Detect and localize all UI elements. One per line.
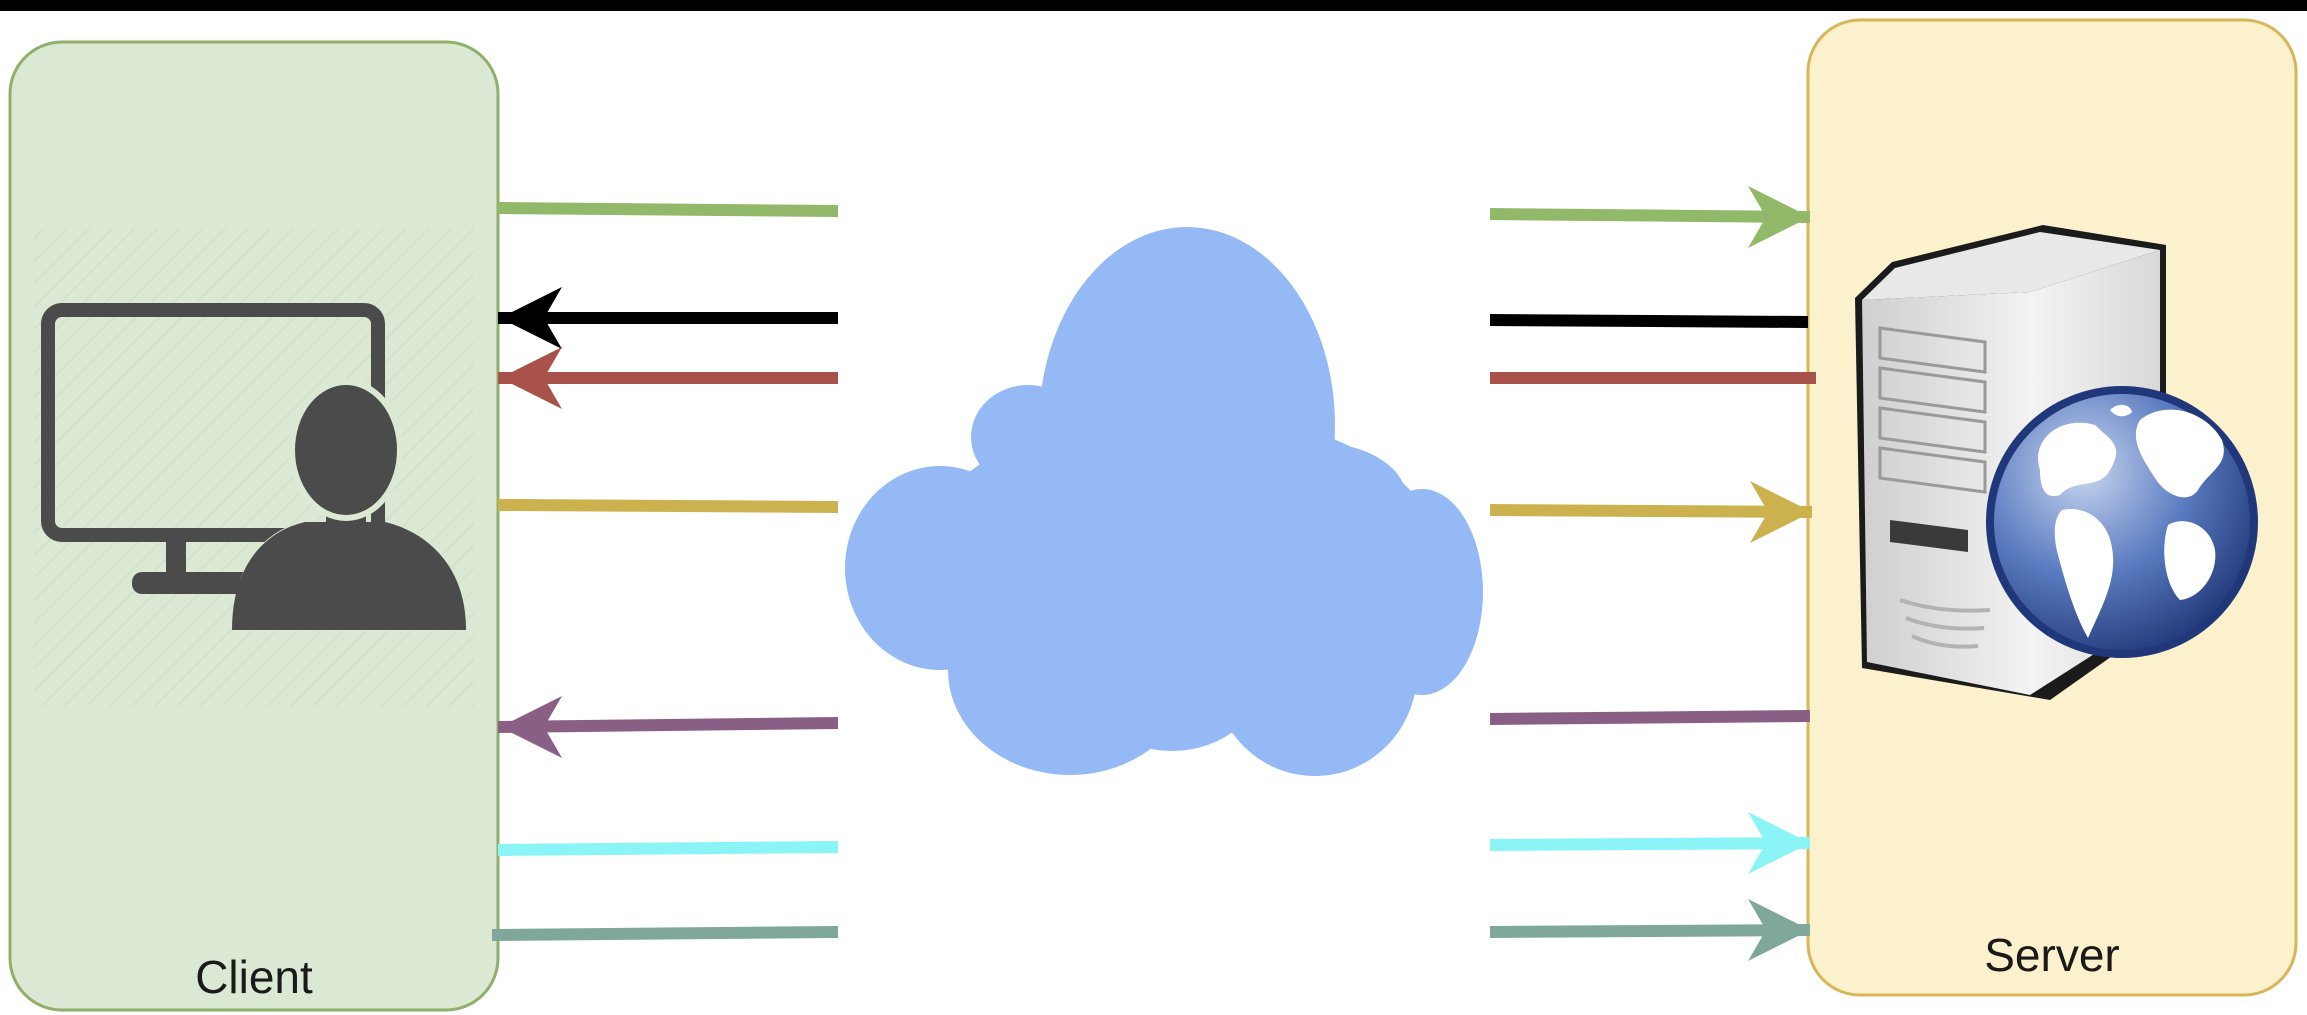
- web-server-icon: [1855, 225, 2258, 700]
- right-arrowhead: [1748, 899, 1810, 961]
- client-hatch-area: [34, 228, 474, 706]
- connection-6: [497, 812, 1811, 874]
- top-black-bar: [0, 0, 2307, 11]
- connection-7: [491, 899, 1811, 961]
- connection-1: [497, 186, 1811, 248]
- connection-3: [498, 347, 1816, 409]
- right-segment: [1489, 710, 1811, 725]
- left-segment: [491, 926, 839, 941]
- right-arrowhead: [1750, 481, 1812, 543]
- client-label: Client: [195, 951, 313, 1003]
- right-arrowhead: [1748, 186, 1810, 248]
- left-arrowhead: [500, 287, 562, 349]
- user-computer-icon: [41, 303, 468, 631]
- left-arrowhead: [500, 347, 562, 409]
- left-segment: [497, 499, 839, 513]
- left-segment: [497, 202, 839, 217]
- cloud-icon: [845, 227, 1483, 776]
- right-segment: [1489, 504, 1813, 518]
- left-arrowhead: [500, 696, 562, 758]
- connection-2: [498, 287, 1809, 349]
- connection-5: [497, 696, 1811, 758]
- right-arrowhead: [1748, 812, 1810, 874]
- connection-4: [497, 481, 1813, 543]
- server-label: Server: [1984, 929, 2120, 981]
- right-segment: [1489, 837, 1811, 851]
- right-segment: [1489, 208, 1811, 223]
- left-segment: [497, 717, 839, 733]
- right-segment: [1489, 924, 1811, 938]
- left-segment: [497, 841, 839, 856]
- right-segment: [1489, 314, 1809, 328]
